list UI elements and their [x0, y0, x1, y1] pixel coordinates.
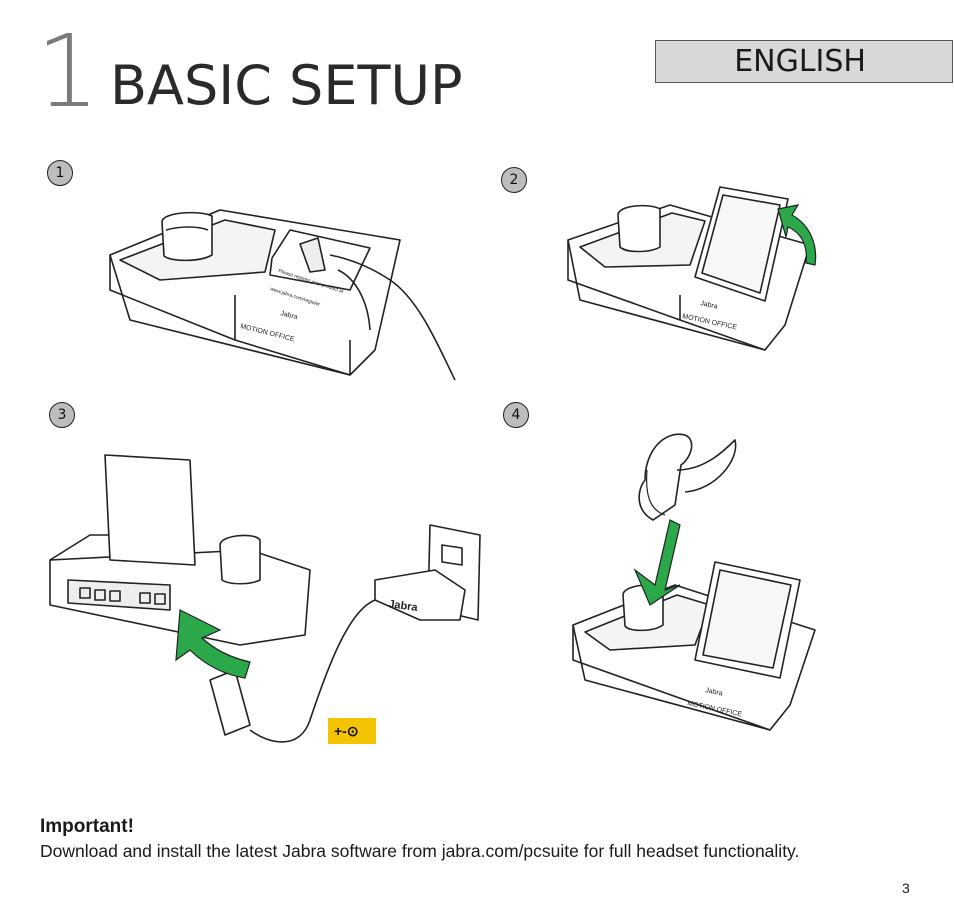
step-badge-1: 1 [47, 160, 73, 186]
language-label: ENGLISH [655, 40, 953, 83]
step-badge-3: 3 [49, 402, 75, 428]
step-2-illustration: Jabra MOTION OFFICE [567, 186, 817, 351]
brand-name: Jabra [700, 300, 719, 311]
adapter-brand: Jabra [388, 598, 420, 614]
section-number: 1 [36, 13, 100, 130]
step-4-illustration: Jabra MOTION OFFICE [572, 433, 816, 731]
step-1-illustration: Please register your product at www.jabr… [109, 209, 456, 381]
important-description: Download and install the latest Jabra so… [40, 841, 800, 861]
brand-name: Jabra [705, 687, 724, 698]
page-number: 3 [902, 880, 910, 896]
step-badge-4: 4 [503, 402, 529, 428]
step-badge-2: 2 [501, 167, 527, 193]
polarity-badge [328, 718, 376, 744]
important-heading: Important! [40, 816, 134, 837]
brand-name: Jabra [280, 310, 299, 321]
step-3-illustration: Jabra +-⊙ [49, 454, 481, 744]
polarity-symbol: +-⊙ [334, 723, 359, 739]
page-title: BASIC SETUP [110, 54, 463, 117]
